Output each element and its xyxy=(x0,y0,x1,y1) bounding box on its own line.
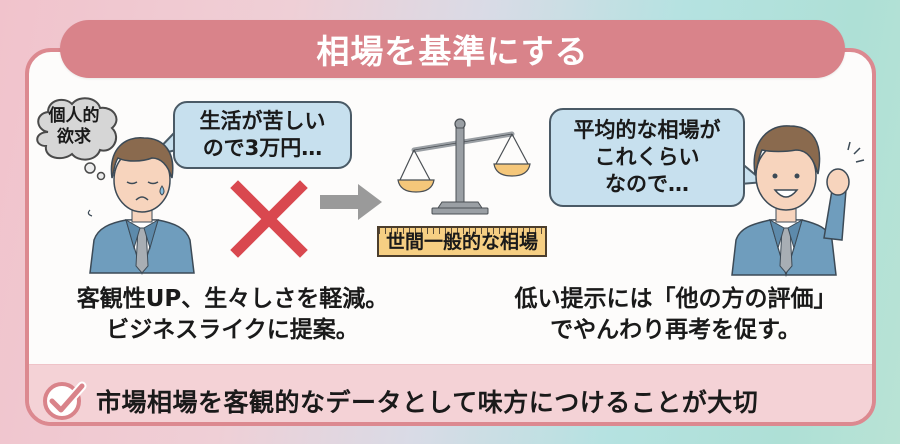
x-mark-icon xyxy=(230,180,308,258)
right-caption-line-1: 低い提示には「他の方の評価」 xyxy=(514,286,837,312)
right-caption-line-2: でやんわり再考を促す。 xyxy=(550,317,801,343)
summary-band xyxy=(29,364,872,422)
speech-bubble-right: 平均的な相場が これくらい なので… xyxy=(549,108,745,207)
page-title: 相場を基準にする xyxy=(60,20,845,78)
bubble-right-line-1: 平均的な相場が xyxy=(573,118,721,142)
speech-bubble-left: 生活が苦しい ので3万円… xyxy=(173,101,352,169)
thought-line-1: 個人的 xyxy=(48,106,100,126)
left-caption: 客観性UP、生々しさを軽減。 ビジネスライクに提案。 xyxy=(50,284,415,346)
check-circle-icon xyxy=(43,381,87,420)
thought-cloud-text: 個人的 欲求 xyxy=(36,106,112,148)
worried-person-icon xyxy=(87,137,195,276)
balance-scale-icon xyxy=(397,118,531,215)
ruler-label: 世間一般的な相場 xyxy=(377,226,547,257)
bubble-right-line-2: これくらい xyxy=(594,145,700,169)
right-arrow-icon xyxy=(320,184,382,220)
thought-line-2: 欲求 xyxy=(57,127,91,147)
thought-cloud-icon xyxy=(36,97,118,181)
bubble-right-line-3: なので… xyxy=(605,172,689,196)
left-caption-line-2: ビジネスライクに提案。 xyxy=(106,317,359,343)
bubble-left-line-2: ので3万円… xyxy=(202,136,323,160)
confident-person-icon xyxy=(731,125,865,278)
right-caption: 低い提示には「他の方の評価」 でやんわり再考を促す。 xyxy=(488,284,863,346)
summary-text: 市場相場を客観的なデータとして味方につけることが大切 xyxy=(96,388,759,417)
bubble-left-line-1: 生活が苦しい xyxy=(199,109,326,133)
left-caption-line-1: 客観性UP、生々しさを軽減。 xyxy=(76,286,389,312)
